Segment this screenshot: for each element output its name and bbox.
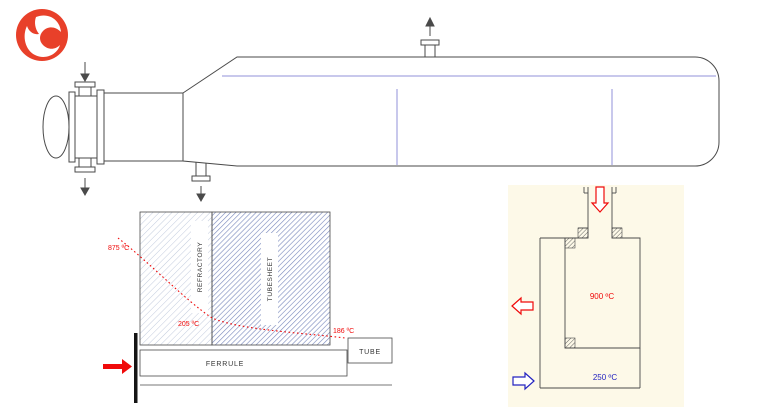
ferrule-detail-outline <box>139 211 393 386</box>
inlet-arrow-down-icon <box>80 73 90 83</box>
channel-detail-drawing: 900 ºC 250 ºC <box>508 185 684 407</box>
chamber-outline <box>564 228 641 349</box>
temp-hot-face-label: 875 ºC <box>108 245 129 252</box>
company-logo <box>16 9 68 61</box>
vessel-outline <box>42 16 720 203</box>
chamber-hatch-bottom <box>564 337 576 349</box>
refractory-label-strip <box>191 221 208 313</box>
shell-outline <box>182 56 720 167</box>
outlet-arrow-up-icon <box>425 16 435 27</box>
chamber-hatch-top <box>564 237 576 249</box>
refractory-label: REFRACTORY <box>197 242 204 293</box>
inlet-gas-arrow-icon <box>590 186 610 213</box>
ferrule-label: FERRULE <box>206 361 244 368</box>
temp-outlet-label: 250 ºC <box>593 373 617 382</box>
burner-flange-2 <box>96 89 105 165</box>
temperature-curve <box>117 237 346 339</box>
burner-flange-1 <box>68 91 76 163</box>
inlet-refractory-hatch-right <box>611 227 623 239</box>
hot-gas-arrow-icon <box>103 359 132 374</box>
temp-inlet-label: 900 ºC <box>590 292 614 301</box>
drain-arrow-down-icon <box>80 187 90 197</box>
left-head <box>42 95 70 159</box>
inlet-refractory-hatch-left <box>577 227 589 239</box>
tubesheet-label: TUBESHEET <box>267 257 274 301</box>
ferrule-box <box>139 349 348 377</box>
channel-detail-bg <box>508 185 684 407</box>
temp-tube-side-label: 186 ºC <box>333 328 354 335</box>
ferrule-detail-drawing: REFRACTORY TUBESHEET FERRULE TUBE 875 ºC… <box>103 211 393 403</box>
flow-arrowheads <box>80 16 435 203</box>
bottom-drain-nozzle-flange <box>74 166 96 173</box>
steam-outlet-nozzle-flange <box>420 39 440 46</box>
tube-lines <box>222 75 716 165</box>
tube-box <box>347 337 393 364</box>
temp-interface-label: 205 ºC <box>178 321 199 328</box>
cooled-gas-right-arrow-icon <box>512 371 535 391</box>
logo-flame-icon <box>24 15 61 57</box>
top-inlet-nozzle-flange <box>74 81 96 88</box>
tubesheet-label-strip <box>261 233 278 325</box>
cone-drain-arrow-down-icon <box>196 193 206 203</box>
tube-label: TUBE <box>359 349 381 356</box>
cone-drain-nozzle-flange <box>191 175 211 182</box>
hot-gas-left-arrow-icon <box>511 296 534 316</box>
hot-face-line <box>134 333 138 403</box>
channel-outline <box>539 187 641 389</box>
vessel-drawing <box>42 16 720 203</box>
